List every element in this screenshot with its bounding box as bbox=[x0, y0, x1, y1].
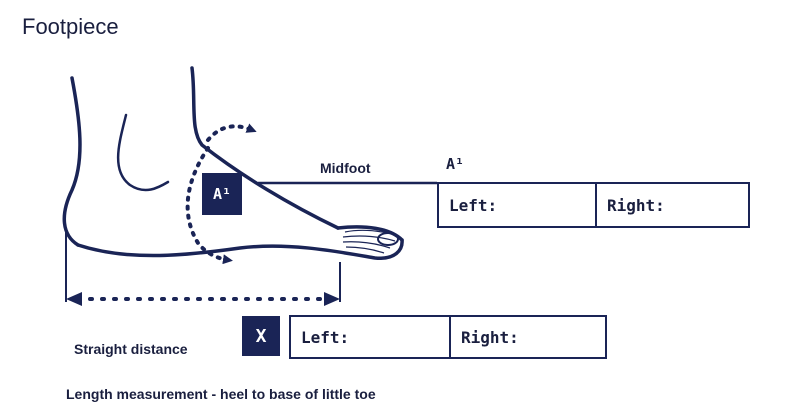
midfoot-upper-arrow bbox=[206, 123, 257, 142]
straight-measure-box: Left: Right: bbox=[289, 315, 607, 359]
right-arrowhead bbox=[324, 292, 340, 306]
midfoot-badge: A¹ bbox=[202, 173, 242, 215]
straight-left-field[interactable]: Left: bbox=[291, 317, 451, 357]
midfoot-right-field[interactable]: Right: bbox=[597, 184, 748, 226]
midfoot-circumference-arrow bbox=[185, 146, 233, 265]
midfoot-marker: A¹ bbox=[446, 155, 465, 173]
sole-line bbox=[76, 238, 404, 260]
midfoot-left-field[interactable]: Left: bbox=[439, 184, 597, 226]
length-caption: Length measurement - heel to base of lit… bbox=[66, 386, 376, 402]
straight-right-label: Right: bbox=[461, 327, 519, 347]
straight-distance-badge-text: X bbox=[255, 325, 267, 347]
midfoot-label: Midfoot bbox=[320, 160, 371, 176]
heel-back-line bbox=[62, 76, 82, 247]
toe-lines bbox=[342, 229, 399, 254]
straight-right-field[interactable]: Right: bbox=[451, 317, 605, 357]
midfoot-right-label: Right: bbox=[607, 195, 665, 215]
straight-distance-badge: X bbox=[242, 316, 280, 356]
left-arrowhead bbox=[66, 292, 82, 306]
straight-left-label: Left: bbox=[301, 327, 350, 347]
midfoot-measure-box: Left: Right: bbox=[437, 182, 750, 228]
straight-distance-label: Straight distance bbox=[74, 341, 188, 357]
page-title: Footpiece bbox=[22, 14, 119, 39]
midfoot-badge-text: A¹ bbox=[212, 185, 232, 203]
ankle-bone-line bbox=[116, 113, 170, 192]
midfoot-left-label: Left: bbox=[449, 195, 498, 215]
